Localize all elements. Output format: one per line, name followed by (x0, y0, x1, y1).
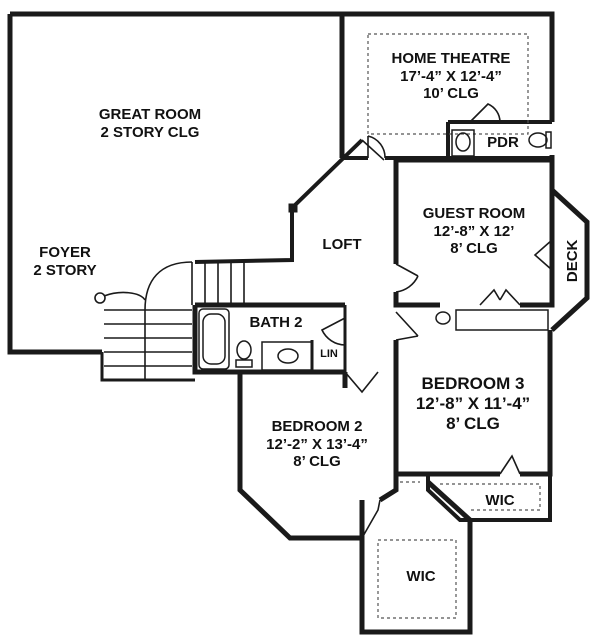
loft-diagonal-wall (194, 138, 364, 264)
pdr-sink (455, 132, 471, 152)
guest-door (395, 263, 419, 293)
bedroom2-wic-door (361, 499, 381, 539)
bedroom3-door (395, 311, 419, 341)
loft-label: LOFT (312, 236, 372, 254)
bedroom-3-name: BEDROOM 3 (421, 374, 525, 393)
guest-room-ceiling: 8’ CLG (450, 240, 498, 258)
bedroom-3-label: BEDROOM 3 12’-8” X 11’-4” 8’ CLG (396, 374, 550, 434)
home-theatre-ceiling: 10’ CLG (423, 85, 479, 103)
foyer-name: FOYER (39, 244, 91, 261)
loft-door-swing (361, 139, 385, 161)
pdr-door (469, 103, 501, 123)
guest-closet-doors (479, 288, 521, 306)
great-room-walls (7, 11, 342, 355)
home-theatre-label: HOME THEATRE 17’-4” X 12’-4” 10’ CLG (366, 50, 536, 103)
stair-curve-inner (103, 291, 146, 301)
foyer-label: FOYER 2 STORY (20, 244, 110, 279)
wic-right-label: WIC (470, 492, 530, 510)
bath-vanity (261, 341, 313, 371)
pdr-toilet-tank (545, 131, 552, 149)
home-theatre-dims: 17’-4” X 12’-4” (400, 67, 502, 85)
bath-sink (277, 348, 299, 364)
loft-column (288, 203, 298, 213)
wic-lower-dashed (377, 539, 457, 619)
pdr-name: PDR (487, 134, 519, 151)
pdr-toilet (528, 132, 548, 148)
bath-2-name: BATH 2 (249, 314, 303, 331)
theatre-dashed-outline (367, 33, 529, 135)
pdr-label: PDR (478, 134, 528, 152)
great-room-name: GREAT ROOM (98, 106, 202, 123)
bathtub (198, 308, 230, 370)
wic-lower-name: WIC (406, 568, 436, 585)
wic-right-walls (426, 474, 552, 522)
guest-room-walls (393, 157, 555, 308)
pdr-vanity (451, 129, 475, 157)
home-theatre-name: HOME THEATRE (391, 50, 511, 67)
bath-door (320, 317, 346, 346)
bedroom2-door (344, 371, 379, 394)
stair-newel (94, 292, 106, 304)
deck-door (533, 239, 553, 271)
stair-curve-outer (144, 261, 193, 380)
foyer-ceiling: 2 STORY (33, 261, 97, 279)
bath-toilet (236, 340, 252, 360)
guest-room-dims: 12’-8” X 12’ (433, 222, 515, 240)
bath-toilet-tank (235, 359, 253, 368)
deck-outline (550, 188, 590, 332)
guest-room-name: GUEST ROOM (422, 205, 526, 222)
bath-walls (192, 302, 345, 375)
guest-room-label: GUEST ROOM 12’-8” X 12’ 8’ CLG (404, 205, 544, 258)
loft-name: LOFT (322, 236, 362, 253)
bedroom-2-name: BEDROOM 2 (271, 418, 363, 435)
great-room-label: GREAT ROOM 2 STORY CLG (70, 106, 230, 141)
guest-toilet (435, 311, 451, 325)
deck-name: DECK (564, 239, 582, 283)
bath-2-label: BATH 2 (236, 314, 316, 332)
bedroom-2-ceiling: 8’ CLG (293, 453, 341, 471)
lin-label: LIN (313, 348, 345, 361)
wic-lower-label: WIC (386, 568, 456, 586)
wic-right-name: WIC (485, 492, 515, 509)
bedroom-3-ceiling: 8’ CLG (446, 414, 500, 434)
bedroom-2-walls (237, 372, 399, 541)
lin-name: LIN (320, 348, 338, 360)
wic-right-dashed (440, 483, 541, 511)
great-room-ceiling: 2 STORY CLG (100, 123, 200, 141)
stair-landing-wall (100, 352, 195, 382)
bedroom-2-dims: 12’-2” X 13’-4” (266, 435, 368, 453)
bedroom3-wic-door (499, 454, 521, 475)
deck-label: DECK (564, 236, 582, 286)
theatre-door (367, 135, 386, 159)
bedroom-3-dims: 12’-8” X 11’-4” (415, 394, 531, 414)
bedroom-2-label: BEDROOM 2 12’-2” X 13’-4” 8’ CLG (244, 418, 390, 471)
stair-treads (104, 262, 245, 367)
wic-lower-walls (359, 480, 473, 635)
tub-inner (202, 313, 226, 365)
guest-closet-shelf (455, 309, 549, 331)
